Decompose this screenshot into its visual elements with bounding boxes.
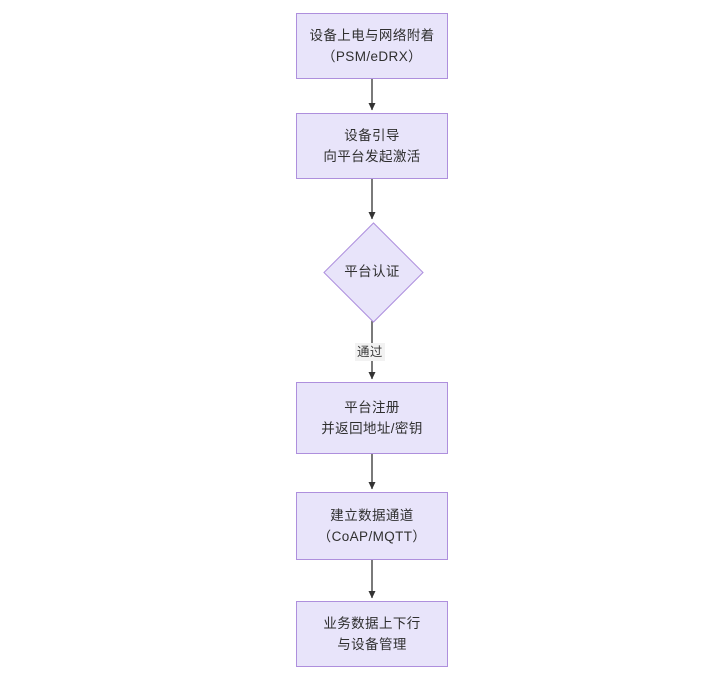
node-label-line: （CoAP/MQTT） <box>317 529 427 544</box>
node-label-line: 设备上电与网络附着 <box>309 28 435 43</box>
node-label-line: 设备引导 <box>344 128 400 143</box>
node-label-line: 与设备管理 <box>337 637 407 652</box>
node-label-line: （PSM/eDRX） <box>321 49 423 64</box>
node-label-line: 建立数据通道 <box>330 508 414 523</box>
node-platform-authentication[interactable]: 平台认证 <box>322 221 424 323</box>
node-label-line: 平台认证 <box>344 263 400 279</box>
node-platform-registration[interactable]: 平台注册 并返回地址/密钥 <box>296 382 448 454</box>
edge-label-pass: 通过 <box>355 343 385 361</box>
node-business-data[interactable]: 业务数据上下行 与设备管理 <box>296 601 448 667</box>
node-label-line: 平台注册 <box>344 400 400 415</box>
node-label-line: 业务数据上下行 <box>323 616 421 631</box>
node-device-bootstrap[interactable]: 设备引导 向平台发起激活 <box>296 113 448 179</box>
node-label-line: 并返回地址/密钥 <box>321 421 423 436</box>
node-data-channel[interactable]: 建立数据通道 （CoAP/MQTT） <box>296 492 448 560</box>
node-device-power-on[interactable]: 设备上电与网络附着 （PSM/eDRX） <box>296 13 448 79</box>
node-label-line: 向平台发起激活 <box>323 149 421 164</box>
